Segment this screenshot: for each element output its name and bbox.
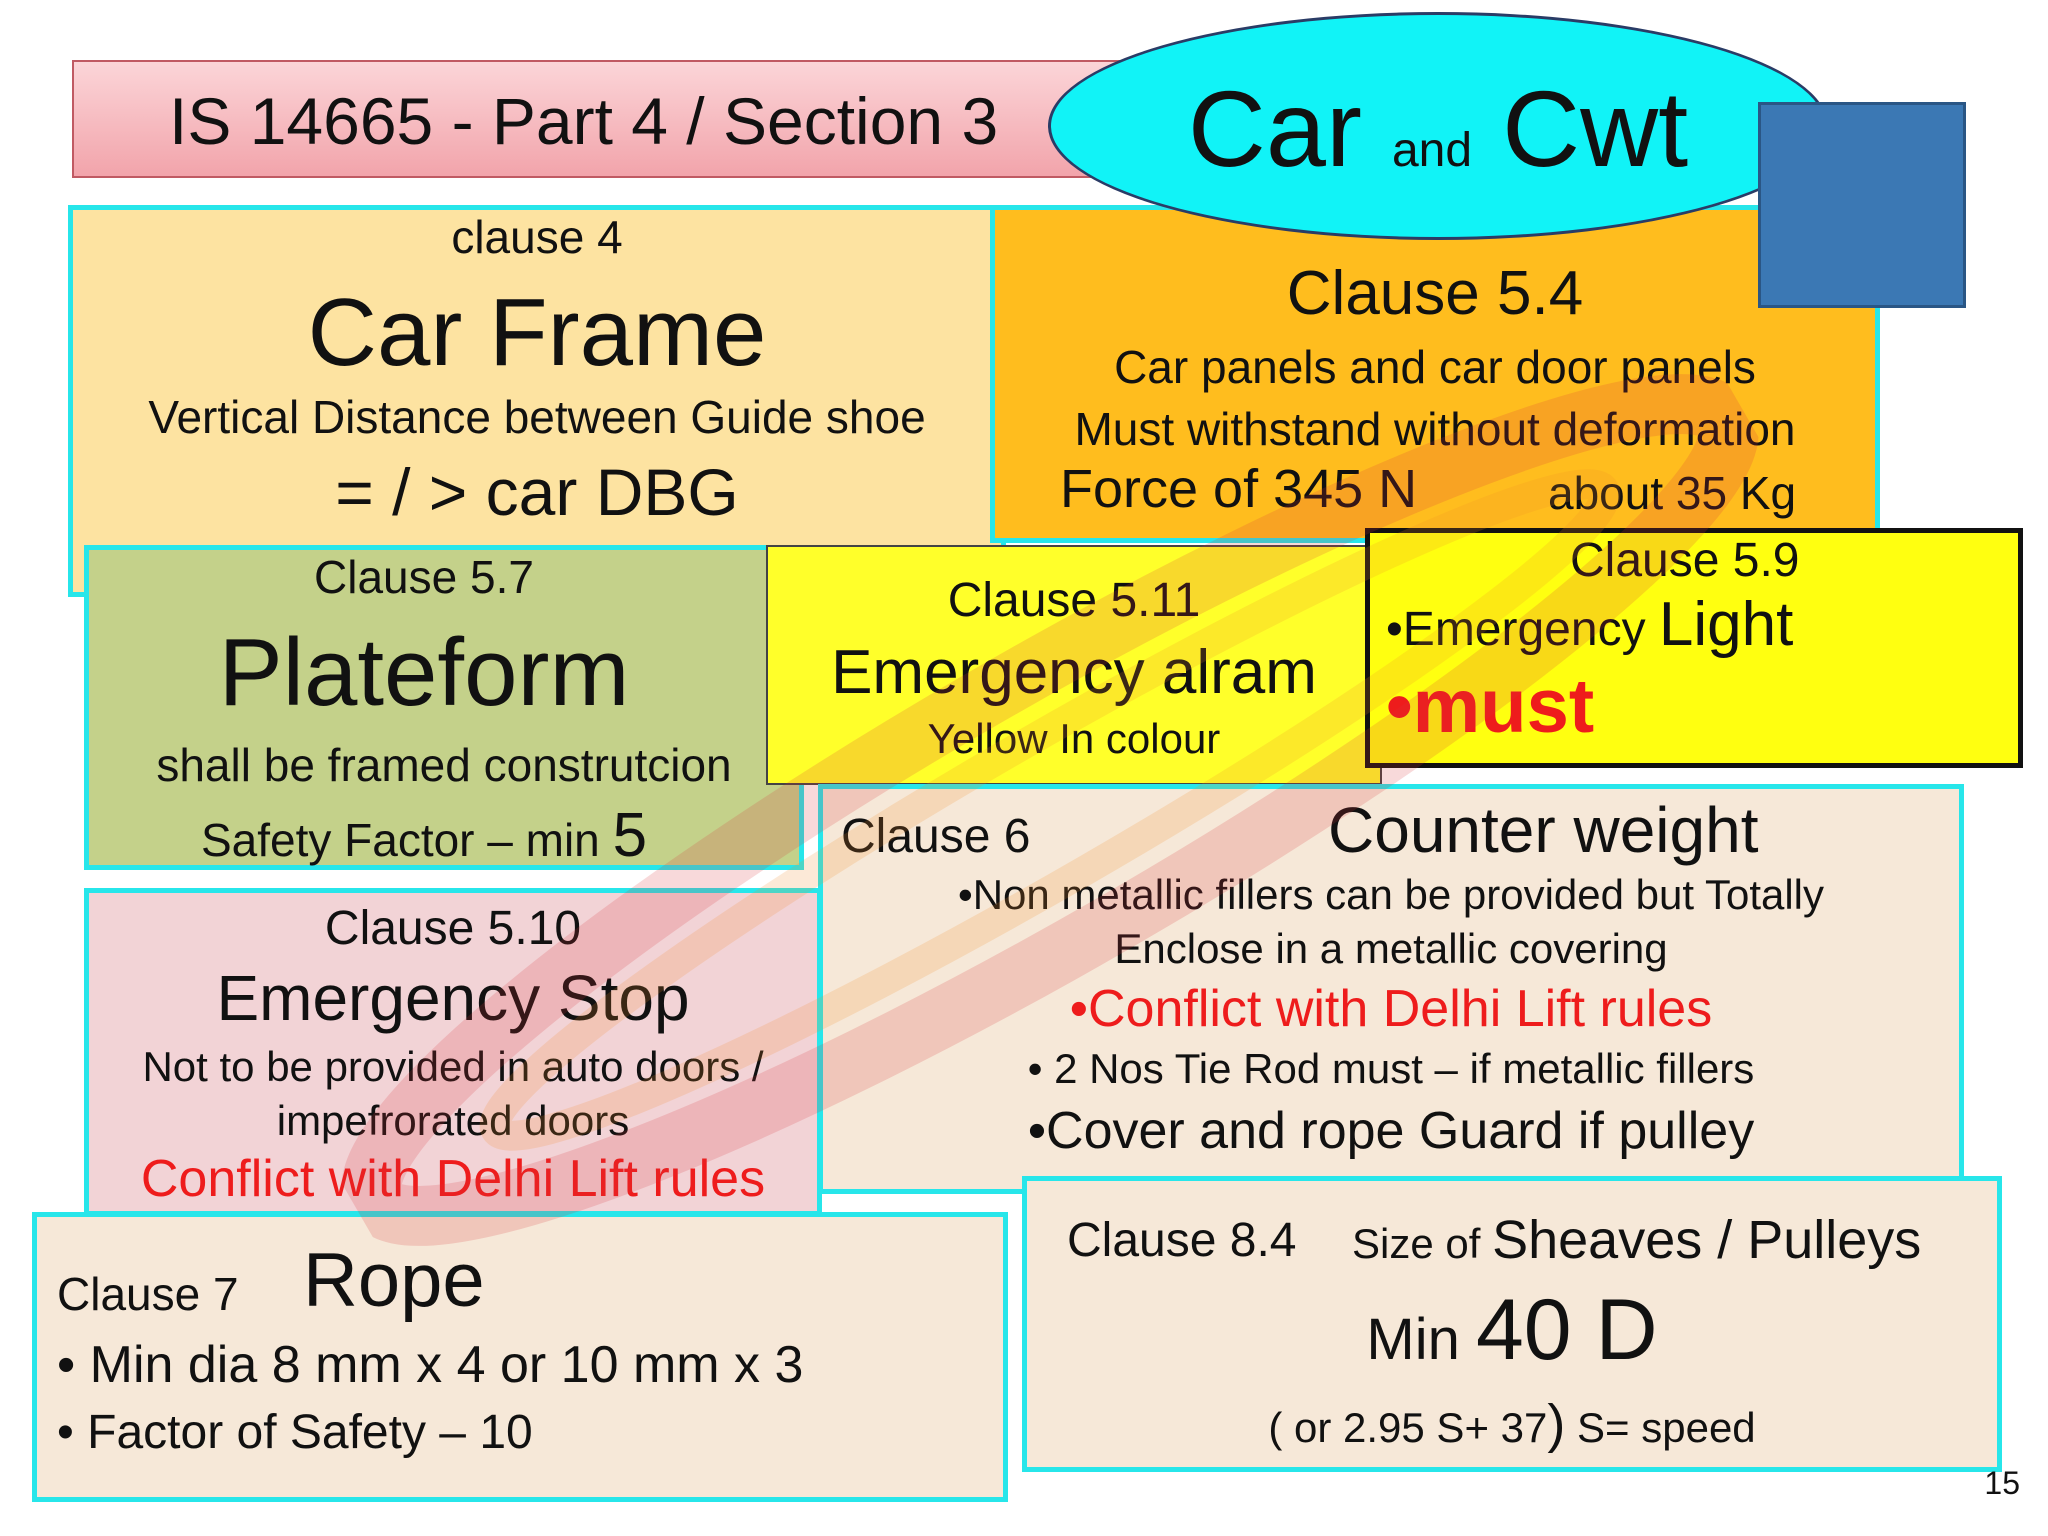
sheaves-heading: Sheaves / Pulleys (1492, 1210, 1922, 1270)
counter-conflict: •Conflict with Delhi Lift rules (1069, 980, 1713, 1038)
counter-line4: •Cover and rope Guard if pulley (1027, 1102, 1755, 1160)
emergency-light-box: Clause 5.9 •Emergency Light •must (1365, 528, 2023, 768)
car-frame-line2: = / > car DBG (335, 455, 739, 529)
sheaves-box: Clause 8.4 Size of Sheaves / Pulleys Min… (1022, 1176, 2002, 1472)
rope-bullet2: • Factor of Safety – 10 (57, 1406, 533, 1459)
counter-line3: • 2 Nos Tie Rod must – if metallic fille… (1027, 1045, 1755, 1092)
car-frame-heading: Car Frame (307, 279, 767, 386)
estop-heading: Emergency Stop (216, 962, 690, 1034)
clause-5-4-box: Clause 5.4 Car panels and car door panel… (990, 205, 1880, 543)
plateform-safety-text: Safety Factor – min (200, 814, 613, 866)
rope-box: Clause 7 Rope • Min dia 8 mm x 4 or 10 m… (32, 1212, 1008, 1502)
sheaves-value: 40 D (1475, 1282, 1658, 1378)
light-bullet2: •must (1386, 664, 1595, 749)
estop-line1: Not to be provided in auto doors / (142, 1043, 764, 1090)
clause-5-4-about: about 35 Kg (1548, 467, 1797, 519)
estop-clause: Clause 5.10 (324, 902, 582, 955)
clause-5-4-force: Force of 345 N (1060, 459, 1418, 519)
oval-and: and (1391, 124, 1473, 177)
clause-5-4-line1: Car panels and car door panels (1114, 341, 1756, 393)
oval-text: Car and Cwt (1051, 15, 1825, 265)
alarm-clause: Clause 5.11 (947, 574, 1201, 627)
plateform-heading: Plateform (218, 619, 630, 726)
estop-conflict: Conflict with Delhi Lift rules (140, 1150, 766, 1208)
plateform-clause: Clause 5.7 (314, 551, 534, 603)
plateform-safety-value: 5 (612, 801, 648, 870)
clause-5-4-label: Clause 5.4 (1286, 259, 1584, 328)
light-clause: Clause 5.9 (1570, 534, 1800, 587)
blue-square-shape (1758, 102, 1966, 308)
sheaves-min: Min 40 D (1027, 1281, 1997, 1380)
sheaves-formula-open: ( or 2.95 S+ 37 (1268, 1404, 1548, 1451)
counter-heading: Counter weight (1328, 794, 1759, 866)
sheaves-speed: S= speed (1565, 1404, 1756, 1451)
car-frame-line1: Vertical Distance between Guide shoe (148, 391, 926, 443)
car-frame-box: clause 4 Car Frame Vertical Distance bet… (68, 205, 1006, 597)
plateform-line1: shall be framed construtcion (156, 739, 732, 791)
plateform-safety: Safety Factor – min 5 (89, 800, 759, 871)
emergency-alarm-box: Clause 5.11 Emergency alram Yellow In co… (766, 545, 1382, 785)
counter-weight-box: Clause 6 Counter weight •Non metallic fi… (818, 784, 1964, 1194)
page-number: 15 (1984, 1465, 2020, 1501)
rope-clause: Clause 7 (57, 1268, 239, 1320)
clause-5-4-line2: Must withstand without deformation (1074, 403, 1796, 455)
counter-line2: Enclose in a metallic covering (1114, 925, 1668, 972)
plateform-box: Clause 5.7 Plateform shall be framed con… (84, 545, 804, 870)
sheaves-clause: Clause 8.4 (1067, 1214, 1297, 1267)
title-bar: IS 14665 - Part 4 / Section 3 (72, 60, 1122, 178)
sheaves-min-label: Min (1366, 1307, 1476, 1372)
alarm-heading: Emergency alram (831, 638, 1317, 707)
light-bullet1: •Emergency Light (1386, 589, 1793, 660)
sheaves-formula-close: ) (1547, 1394, 1566, 1454)
estop-line2: impefrorated doors (276, 1097, 630, 1144)
alarm-line1: Yellow In colour (927, 715, 1221, 762)
car-and-cwt-oval: Car and Cwt (1048, 12, 1828, 240)
light-bullet1-big: Light (1658, 590, 1794, 659)
sheaves-size-of: Size of (1352, 1220, 1493, 1267)
car-frame-clause: clause 4 (451, 211, 623, 263)
rope-bullet1: • Min dia 8 mm x 4 or 10 mm x 3 (57, 1336, 804, 1394)
sheaves-formula: ( or 2.95 S+ 37) S= speed (1027, 1393, 1997, 1455)
light-bullet1-small: •Emergency (1386, 603, 1659, 656)
title-text: IS 14665 - Part 4 / Section 3 (169, 84, 999, 158)
sheaves-title: Size of Sheaves / Pulleys (1352, 1209, 1921, 1271)
counter-clause: Clause 6 (841, 810, 1031, 863)
emergency-stop-box: Clause 5.10 Emergency Stop Not to be pro… (84, 888, 822, 1216)
counter-line1: •Non metallic fillers can be provided bu… (957, 871, 1825, 918)
oval-car: Car (1187, 68, 1362, 189)
rope-heading: Rope (303, 1238, 485, 1323)
oval-cwt: Cwt (1502, 68, 1689, 189)
